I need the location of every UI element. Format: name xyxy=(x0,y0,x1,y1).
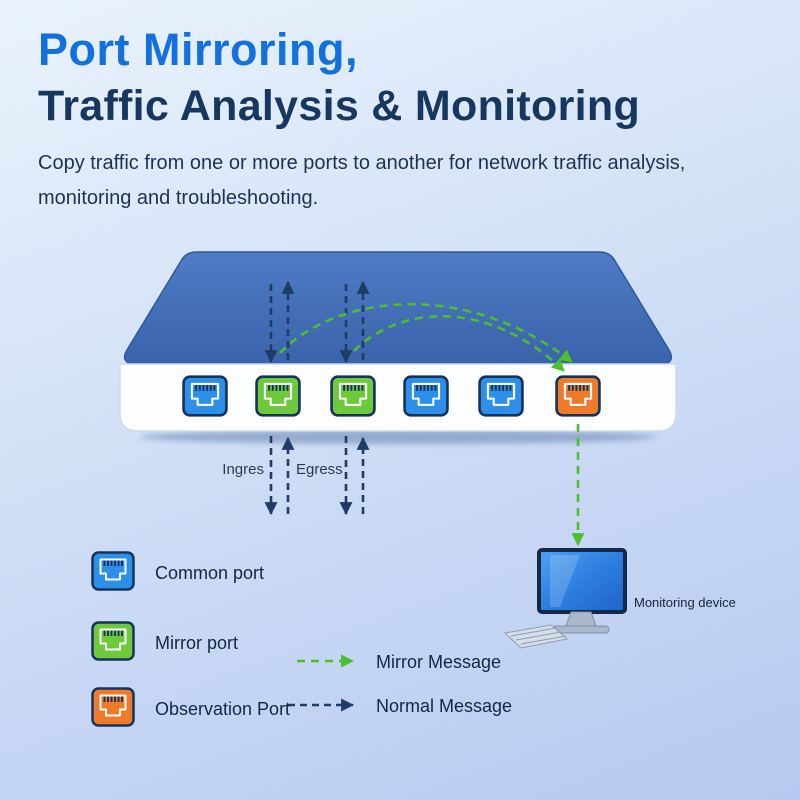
page-description: Copy traffic from one or more ports to a… xyxy=(38,146,685,216)
switch-port-3-mirror xyxy=(330,375,376,417)
description-line-2: monitoring and troubleshooting. xyxy=(38,187,319,209)
switch-port-2-mirror xyxy=(255,375,301,417)
monitoring-device xyxy=(503,548,627,649)
monitoring-device-label: Monitoring device xyxy=(634,595,736,610)
monitor-screen-glare xyxy=(550,555,580,607)
legend-mirror-message-label: Mirror Message xyxy=(376,652,501,672)
legend: Common port Mirror port Observation Port… xyxy=(91,551,512,727)
switch-port-1-common xyxy=(182,375,228,417)
legend-mirror-port-label: Mirror port xyxy=(155,633,238,653)
switch-shadow xyxy=(140,430,656,444)
keyboard-keys xyxy=(510,627,567,645)
mirror-arrow-from-port2 xyxy=(279,302,573,364)
description-line-1: Copy traffic from one or more ports to a… xyxy=(38,152,686,174)
legend-observation-port-label: Observation Port xyxy=(155,699,290,719)
legend-mirror-port-icon xyxy=(91,621,135,661)
page-title-line2: Traffic Analysis & Monitoring xyxy=(38,82,641,130)
legend-common-port-label: Common port xyxy=(155,563,264,583)
ingress-label: Ingres xyxy=(222,461,264,478)
egress-label: Egress xyxy=(296,461,343,478)
legend-common-port-icon xyxy=(91,551,135,591)
mirror-arrow-from-port3 xyxy=(353,314,565,372)
switch-port-4-common xyxy=(403,375,449,417)
monitor-stand xyxy=(565,611,597,627)
network-switch xyxy=(119,251,677,444)
page-title-line1: Port Mirroring, xyxy=(38,24,358,75)
switch-top-cover xyxy=(123,251,673,365)
normal-traffic-arrows xyxy=(264,280,370,712)
legend-normal-message-label: Normal Message xyxy=(376,696,512,716)
mirror-traffic-arrows xyxy=(279,302,585,668)
legend-observation-port-icon xyxy=(91,687,135,727)
monitor-base xyxy=(552,625,610,634)
switch-port-5-common xyxy=(478,375,524,417)
switch-port-6-observation xyxy=(555,375,601,417)
